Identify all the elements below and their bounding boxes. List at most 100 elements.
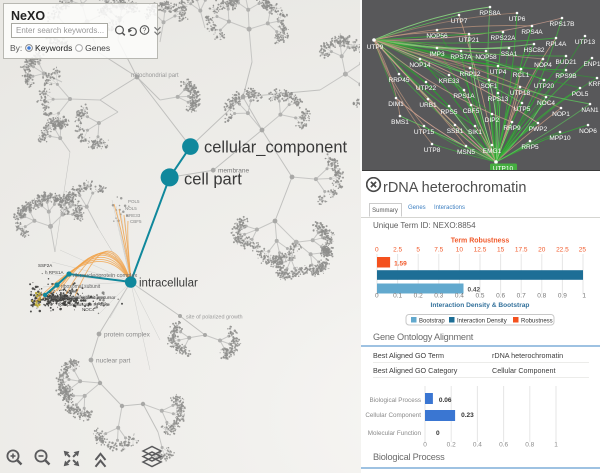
svg-text:0: 0 [375, 293, 379, 300]
svg-text:22.5: 22.5 [556, 247, 569, 254]
svg-text:0.5: 0.5 [475, 293, 484, 300]
svg-text:2.5: 2.5 [393, 247, 402, 254]
svg-text:SSF2A: SSF2A [38, 263, 52, 268]
svg-text:0.7: 0.7 [517, 293, 526, 300]
svg-text:25: 25 [579, 247, 587, 254]
svg-text:NOP4: NOP4 [534, 62, 552, 69]
svg-text:0.4: 0.4 [473, 442, 482, 449]
svg-text:RPS7A: RPS7A [450, 54, 472, 61]
svg-text:NOP56: NOP56 [426, 33, 448, 40]
svg-text:RPS9B: RPS9B [555, 73, 576, 80]
svg-text:Interaction Density & Bootstra: Interaction Density & Bootstrap [431, 302, 530, 309]
svg-text:UTP13: UTP13 [575, 39, 596, 46]
svg-text:90S preribosome RPS14: 90S preribosome RPS14 [58, 302, 108, 307]
svg-text:7.5: 7.5 [434, 247, 443, 254]
svg-text:h RPS1A: h RPS1A [45, 270, 64, 275]
svg-text:0: 0 [375, 247, 379, 254]
svg-text:BMS1: BMS1 [391, 119, 409, 126]
svg-text:0.23: 0.23 [461, 412, 474, 419]
svg-text:ribonucleoprotein complex: ribonucleoprotein complex [73, 273, 137, 279]
svg-text:0.9: 0.9 [558, 293, 567, 300]
svg-text:UTP15: UTP15 [414, 129, 435, 136]
svg-text:RPS17B: RPS17B [550, 21, 575, 28]
svg-text:1: 1 [582, 293, 586, 300]
svg-text:RPS13: RPS13 [488, 96, 509, 103]
svg-text:RRP45: RRP45 [389, 77, 410, 84]
svg-text:RPS5: RPS5 [441, 109, 458, 116]
svg-text:UTP8: UTP8 [424, 147, 441, 154]
svg-text:20: 20 [538, 247, 546, 254]
svg-text:mitochondrial part: mitochondrial part [131, 73, 179, 79]
svg-text:1: 1 [554, 442, 558, 449]
svg-text:UTP5: UTP5 [514, 106, 531, 113]
svg-text:CBF5: CBF5 [130, 219, 142, 224]
svg-text:ENP1: ENP1 [584, 61, 600, 68]
svg-text:NOC4: NOC4 [82, 307, 95, 312]
svg-text:SOF1: SOF1 [481, 83, 498, 90]
svg-text:0.8: 0.8 [525, 442, 534, 449]
svg-text:CBF5: CBF5 [463, 108, 480, 115]
svg-text:POL5: POL5 [572, 91, 589, 98]
svg-text:5: 5 [416, 247, 420, 254]
svg-text:MPP10: MPP10 [549, 135, 571, 142]
svg-text:UTP10: UTP10 [493, 166, 514, 171]
svg-text:KRE33: KRE33 [439, 78, 460, 85]
svg-text:nuclear part: nuclear part [96, 358, 131, 365]
svg-text:cellular_component: cellular_component [204, 139, 348, 157]
svg-text:LSG1: LSG1 [95, 301, 107, 306]
svg-text:Robustness: Robustness [521, 318, 553, 324]
svg-text:RPS8A: RPS8A [479, 10, 501, 17]
svg-text:ribosomal subunit precursor: ribosomal subunit precursor [50, 295, 106, 300]
svg-text:DIM1: DIM1 [388, 101, 404, 108]
svg-text:NAN1: NAN1 [581, 107, 599, 114]
svg-text:UTP22: UTP22 [416, 85, 437, 92]
svg-text:ribosomal subunit precursor: ribosomal subunit precursor [60, 295, 116, 300]
svg-text:KRR1: KRR1 [588, 81, 600, 88]
svg-text:site of polarized growth: site of polarized growth [186, 315, 243, 321]
svg-text:NOP14: NOP14 [409, 62, 431, 69]
svg-text:SSB1: SSB1 [447, 128, 464, 135]
svg-text:SIK1: SIK1 [468, 129, 482, 136]
svg-text:MSN5: MSN5 [457, 149, 475, 156]
svg-text:0.06: 0.06 [439, 397, 452, 404]
svg-text:RPS4A: RPS4A [521, 29, 543, 36]
svg-text:cell part: cell part [184, 171, 242, 189]
svg-text:NOP1: NOP1 [552, 111, 570, 118]
svg-text:UTP4: UTP4 [490, 69, 507, 76]
svg-text:PWP2: PWP2 [529, 126, 548, 133]
svg-text:Bootstrap: Bootstrap [419, 318, 445, 324]
svg-text:Molecular Function: Molecular Function [368, 430, 422, 437]
svg-text:12.5: 12.5 [474, 247, 487, 254]
svg-text:0.2: 0.2 [414, 293, 423, 300]
svg-text:RCL1: RCL1 [513, 72, 530, 79]
svg-text:RPS22A: RPS22A [491, 35, 517, 42]
svg-text:0: 0 [423, 442, 427, 449]
svg-text:DIP2: DIP2 [485, 117, 500, 124]
svg-text:UTP20: UTP20 [534, 83, 555, 90]
svg-text:RRP5: RRP5 [521, 144, 539, 151]
svg-text:0.8: 0.8 [537, 293, 546, 300]
svg-text:0.6: 0.6 [499, 442, 508, 449]
svg-text:17.5: 17.5 [515, 247, 528, 254]
svg-text:intracellular: intracellular [139, 278, 198, 290]
svg-text:RPS1A: RPS1A [453, 93, 475, 100]
svg-text:Interaction Density: Interaction Density [457, 318, 507, 324]
svg-text:KRE33: KRE33 [126, 213, 141, 218]
svg-text:0.42: 0.42 [468, 287, 481, 294]
svg-text:0.3: 0.3 [434, 293, 443, 300]
svg-text:NOP58: NOP58 [475, 54, 497, 61]
svg-text:15: 15 [497, 247, 505, 254]
svg-text:UTP6: UTP6 [509, 16, 526, 23]
svg-text:1.59: 1.59 [394, 261, 407, 268]
svg-text:0.2: 0.2 [447, 442, 456, 449]
svg-text:0.6: 0.6 [496, 293, 505, 300]
svg-text:NOP6: NOP6 [579, 128, 597, 135]
svg-text:BUD21: BUD21 [556, 59, 577, 66]
svg-text:POL5: POL5 [128, 199, 140, 204]
svg-text:RRP9: RRP9 [503, 125, 521, 132]
svg-text:URB1: URB1 [419, 102, 437, 109]
svg-text:IMP3: IMP3 [429, 51, 445, 58]
svg-text:NOC4: NOC4 [537, 100, 555, 107]
svg-text:NOL5: NOL5 [125, 206, 137, 211]
svg-text:membrane: membrane [218, 168, 249, 175]
